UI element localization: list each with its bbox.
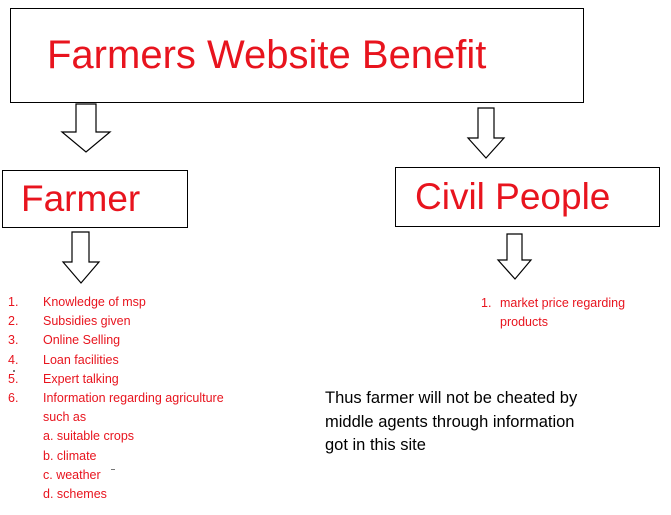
list-item: 1.Knowledge of msp (8, 295, 146, 309)
list-item: 6.Information regarding agriculture (8, 390, 224, 405)
down-arrow-icon (466, 107, 506, 159)
list-continuation: a. suitable crops (43, 429, 135, 444)
decorative-tick (111, 469, 115, 470)
list-continuation: products (500, 315, 548, 330)
decorative-tick (13, 370, 15, 372)
title-box: Farmers Website Benefit (10, 8, 584, 103)
diagram-title: Farmers Website Benefit (47, 33, 487, 77)
farmer-label: Farmer (21, 178, 141, 219)
civil-benefits-list: 1.market price regarding products (481, 294, 661, 332)
down-arrow-icon (60, 103, 112, 153)
list-continuation: d. schemes (43, 486, 107, 501)
farmer-box: Farmer (2, 170, 188, 228)
list-item: 5.Expert talking (8, 371, 119, 386)
civil-people-box: Civil People (395, 167, 660, 227)
list-continuation: c. weather (43, 467, 101, 482)
down-arrow-icon (61, 231, 101, 284)
list-continuation: b. climate (43, 448, 97, 463)
list-item: 1.market price regarding (481, 296, 626, 310)
down-arrow-icon (496, 233, 533, 280)
list-continuation: such as (43, 410, 87, 425)
civil-people-label: Civil People (415, 176, 611, 217)
list-item: 3.Online Selling (8, 333, 121, 348)
conclusion-text: Thus farmer will not be cheated by middl… (325, 389, 578, 454)
list-item: 4.Loan facilities (8, 352, 119, 367)
farmer-benefits-list: 1.Knowledge of msp 2. Subsidies given 3.… (8, 293, 308, 504)
list-item: 2. Subsidies given (8, 314, 131, 329)
